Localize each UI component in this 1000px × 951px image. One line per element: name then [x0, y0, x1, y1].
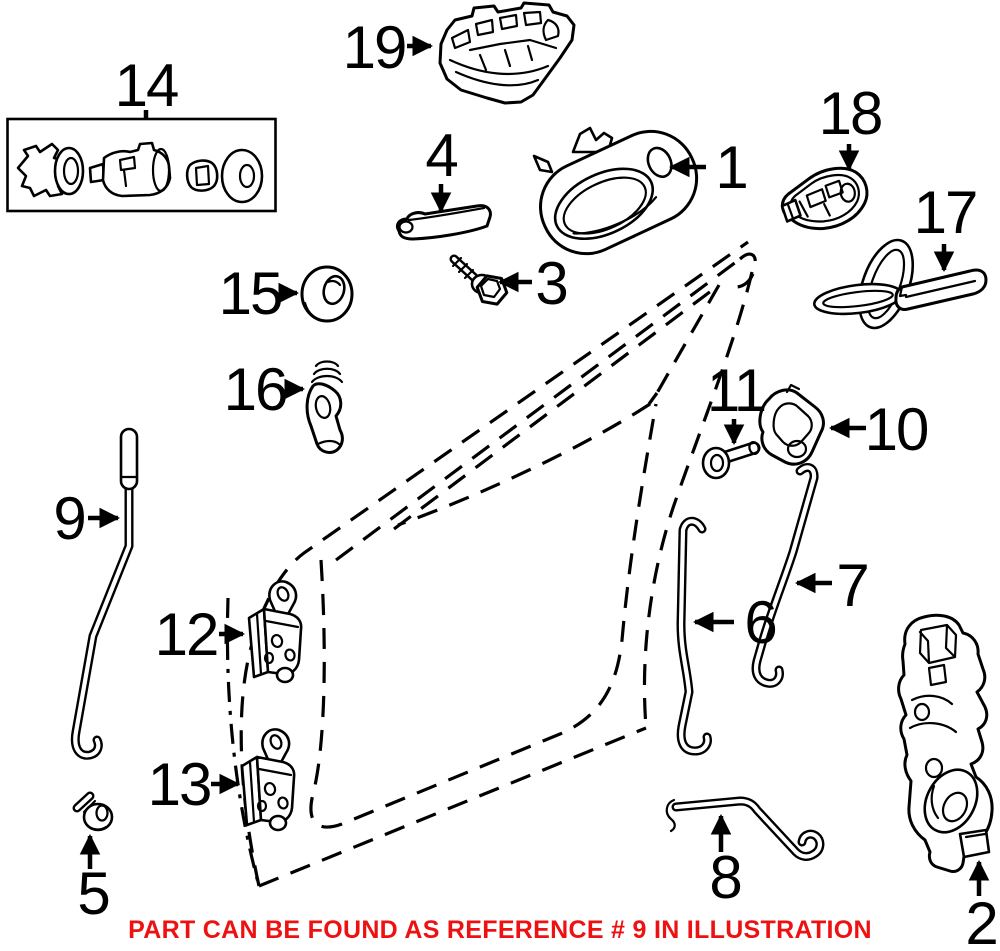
part-5-bolt [72, 791, 114, 832]
part-11-striker-pin [701, 440, 761, 480]
callout-10: 10 [828, 396, 930, 463]
callout-19: 19 [343, 14, 434, 81]
door-front-edge-line [225, 597, 261, 887]
callout-2-number: 2 [965, 890, 996, 951]
part-8-handle-rod [665, 796, 825, 861]
part-17-key-blank [812, 238, 988, 330]
door-outline [225, 240, 757, 888]
callout-3: 3 [497, 250, 569, 317]
callouts: 19 14 4 1 18 17 3 15 [53, 14, 999, 951]
callout-8: 8 [709, 813, 743, 911]
callout-13-number: 13 [148, 751, 211, 818]
inner-panel-line [309, 403, 658, 829]
part-2-door-latch [897, 613, 994, 873]
belt-line [397, 392, 659, 527]
callout-18-number: 18 [819, 80, 882, 147]
callout-19-number: 19 [343, 14, 406, 81]
cylinder-cap [220, 148, 264, 204]
part-14-lock-cylinder-kit [6, 117, 277, 213]
part-19-handle-bracket [438, 1, 576, 105]
callout-16-number: 16 [224, 356, 287, 423]
part-9-lock-rod [70, 427, 139, 760]
callout-14-number: 14 [115, 52, 178, 119]
door-rear-edge [642, 271, 754, 728]
callout-11-number: 11 [707, 357, 765, 424]
callout-13: 13 [148, 751, 241, 818]
a-pillar-inner-line [335, 257, 741, 562]
part-16-retainer [305, 360, 344, 454]
callout-1: 1 [668, 134, 749, 201]
callout-8-number: 8 [709, 844, 740, 911]
callout-7-number: 7 [836, 552, 867, 619]
retainer-clip [185, 159, 219, 192]
callout-17: 17 [914, 179, 978, 273]
callout-2: 2 [965, 859, 999, 951]
part-4-handle-gasket [395, 204, 492, 241]
door-bottom-edge [258, 726, 647, 888]
part-3-screw [449, 254, 509, 306]
part-1-exterior-door-handle [532, 126, 699, 256]
callout-18: 18 [819, 80, 883, 172]
callout-14: 14 [115, 52, 180, 119]
part-6-latch-rod [676, 516, 712, 756]
callout-5: 5 [77, 833, 111, 927]
callout-4: 4 [425, 122, 459, 214]
callout-9: 9 [53, 485, 121, 552]
part-15-grommet [300, 265, 354, 323]
door-top-rear-hook [735, 252, 757, 289]
callout-17-number: 17 [914, 179, 977, 246]
part-18-key-fob [780, 166, 869, 231]
callout-6: 6 [692, 589, 778, 656]
kit-box [6, 117, 277, 213]
part-12-upper-hinge [247, 580, 303, 684]
reference-note: PART CAN BE FOUND AS REFERENCE # 9 IN IL… [128, 916, 872, 944]
callout-9-number: 9 [53, 485, 84, 552]
callout-7: 7 [794, 552, 870, 619]
callout-5-number: 5 [77, 860, 108, 927]
callout-10-number: 10 [865, 396, 928, 463]
part-10-striker [758, 383, 825, 466]
callout-15-number: 15 [219, 260, 282, 327]
callout-3-number: 3 [535, 250, 566, 317]
callout-16: 16 [224, 356, 306, 423]
callout-4-number: 4 [425, 122, 457, 189]
callout-15: 15 [219, 260, 300, 327]
callout-6-number: 6 [744, 589, 775, 656]
window-top-edge [393, 283, 720, 531]
callout-12-number: 12 [155, 601, 218, 668]
part-7-lock-link-rod [751, 463, 819, 688]
part-13-lower-hinge [240, 728, 296, 832]
window-rear-edge [655, 284, 721, 394]
lock-knob [119, 427, 139, 491]
callout-11: 11 [707, 357, 767, 446]
callout-12: 12 [155, 601, 246, 668]
callout-1-number: 1 [715, 134, 746, 201]
